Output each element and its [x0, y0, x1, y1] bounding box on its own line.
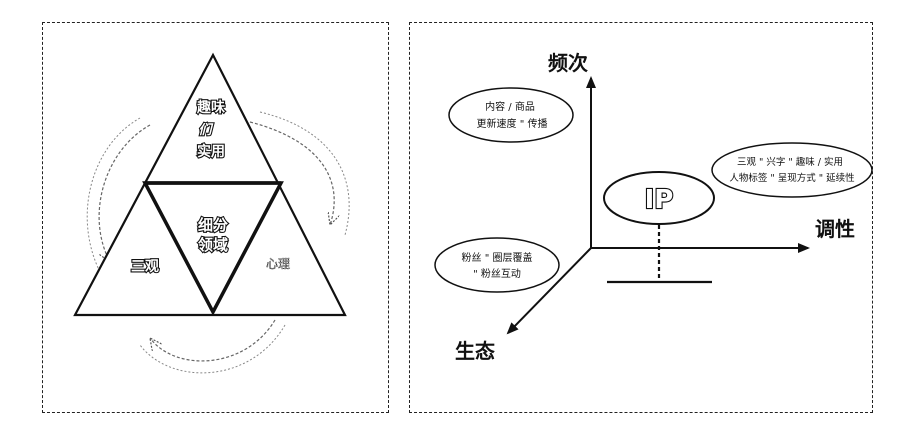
bubble-right-line-2: 人物标签 " 呈现方式 " 延续性: [729, 172, 855, 184]
top-label-line-3: 实用: [197, 143, 225, 160]
bubble-top-left: 内容 / 商品 更新速度 " 传播: [448, 87, 574, 143]
axis-z-label: 生态: [455, 339, 495, 363]
bubble-bottom-left: 粉丝 " 圈层覆盖 " 粉丝互动: [434, 237, 560, 293]
cycle-arrow-left-outer: [86, 117, 141, 273]
cycle-arrows: [86, 111, 350, 374]
bubble-top-left-line-2: 更新速度 " 传播: [477, 117, 548, 130]
bubble-bottom-left-shape: [434, 237, 560, 293]
bubble-right: 三观 " 兴字 " 趣味 / 实用 人物标签 " 呈现方式 " 延续性: [711, 142, 873, 198]
axis-y-label: 频次: [548, 51, 588, 75]
bubble-bottom-left-line-2: " 粉丝互动: [473, 267, 521, 280]
top-label-line-1: 趣味: [196, 99, 225, 116]
ip-ellipse: [603, 171, 715, 225]
bubble-bottom-left-line-1: 粉丝 " 圈层覆盖: [462, 251, 533, 264]
bubble-top-left-shape: [448, 87, 574, 143]
ip-node: IP: [603, 171, 715, 225]
center-label-line-1: 细分: [198, 216, 228, 234]
left-label: 三观: [131, 259, 159, 275]
cycle-arrow-bottom: [150, 319, 276, 362]
bubble-right-line-1: 三观 " 兴字 " 趣味 / 实用: [737, 156, 843, 168]
top-label-line-2: 们: [198, 122, 213, 138]
bubble-top-left-line-1: 内容 / 商品: [485, 100, 535, 113]
cycle-arrow-right-outer: [259, 111, 350, 236]
bubble-right-shape: [711, 142, 873, 198]
axis-x-label: 调性: [815, 217, 855, 241]
ip-label: IP: [645, 185, 674, 215]
center-label-line-2: 领域: [197, 236, 228, 254]
z-axis: [506, 247, 592, 335]
cycle-arrow-left: [98, 124, 151, 262]
cycle-arrow-bottom-outer: [139, 324, 286, 374]
right-label: 心理: [266, 257, 290, 271]
